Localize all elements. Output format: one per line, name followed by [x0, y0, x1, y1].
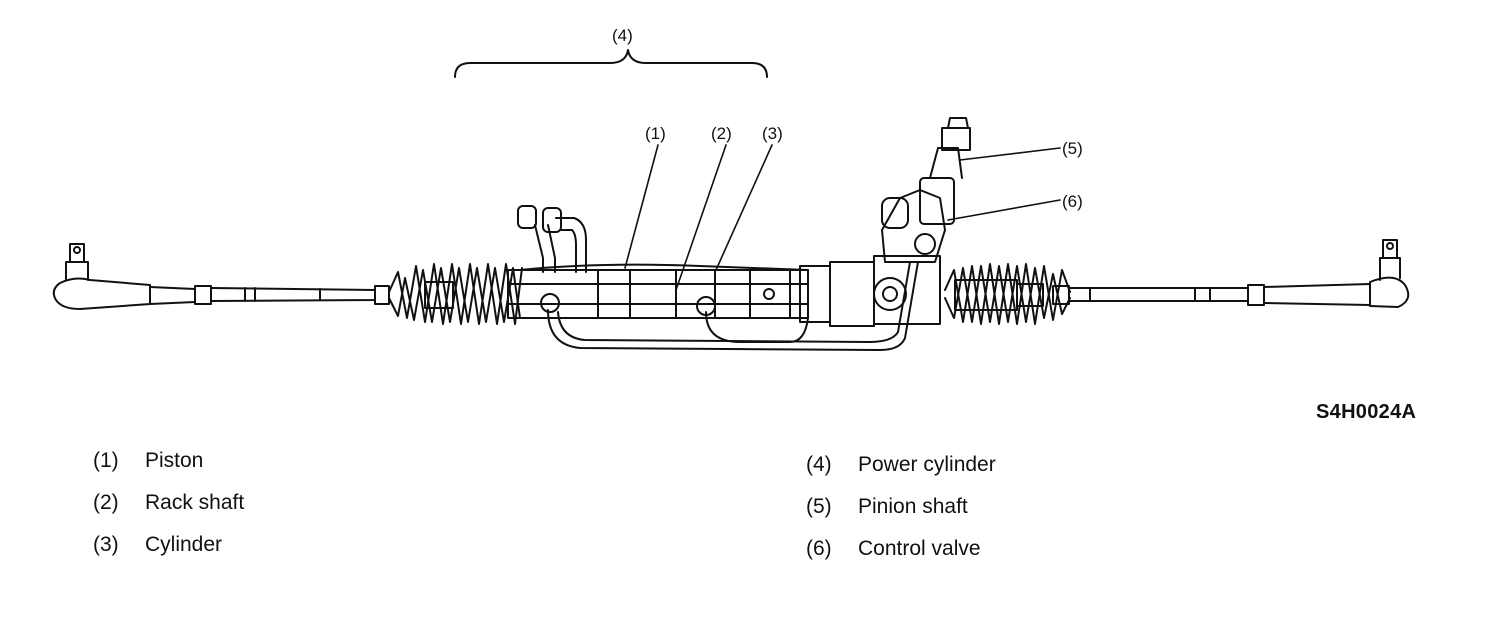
legend-left: (1) Piston (2) Rack shaft (3) Cylinder — [93, 440, 244, 566]
hydraulic-fittings — [517, 205, 587, 273]
cylinder-housing — [507, 261, 875, 327]
callout-1: (1) — [645, 124, 666, 143]
legend-number: (1) — [93, 449, 119, 472]
left-tie-rod-end — [52, 243, 151, 310]
right-tie-rod-end — [1369, 239, 1410, 308]
left-bellows — [388, 263, 523, 325]
legend-number: (6) — [806, 537, 832, 560]
legend-right: (4) Power cylinder (5) Pinion shaft (6) … — [806, 444, 996, 570]
left-tie-rod — [149, 285, 390, 305]
legend-number: (2) — [93, 491, 119, 514]
legend-label: Power cylinder — [858, 453, 996, 476]
right-tie-rod — [1052, 283, 1371, 306]
hydraulic-pipes — [540, 261, 919, 351]
callout-4: (4) — [612, 26, 633, 45]
legend-label: Piston — [145, 449, 204, 472]
right-bellows — [944, 263, 1071, 325]
legend-label: Cylinder — [145, 533, 223, 556]
legend-item: (1) Piston — [93, 440, 244, 482]
legend-number: (3) — [93, 533, 119, 556]
legend-label: Rack shaft — [145, 491, 245, 514]
figure-id: S4H0024A — [1316, 401, 1417, 423]
legend-item: (2) Rack shaft — [93, 482, 244, 524]
legend-number: (5) — [806, 495, 832, 518]
callout-2: (2) — [711, 124, 732, 143]
callout-3: (3) — [762, 124, 783, 143]
legend-label: Control valve — [858, 537, 981, 560]
leader-lines — [624, 144, 1061, 291]
legend-item: (4) Power cylinder — [806, 444, 996, 486]
legend-item: (3) Cylinder — [93, 524, 244, 566]
power-cylinder-bracket — [454, 49, 768, 78]
callout-6: (6) — [1062, 192, 1083, 211]
valve-housing — [873, 117, 971, 325]
callout-5: (5) — [1062, 139, 1083, 158]
legend-item: (6) Control valve — [806, 528, 996, 570]
legend-item: (5) Pinion shaft — [806, 486, 996, 528]
legend-number: (4) — [806, 453, 832, 476]
legend-label: Pinion shaft — [858, 495, 968, 518]
